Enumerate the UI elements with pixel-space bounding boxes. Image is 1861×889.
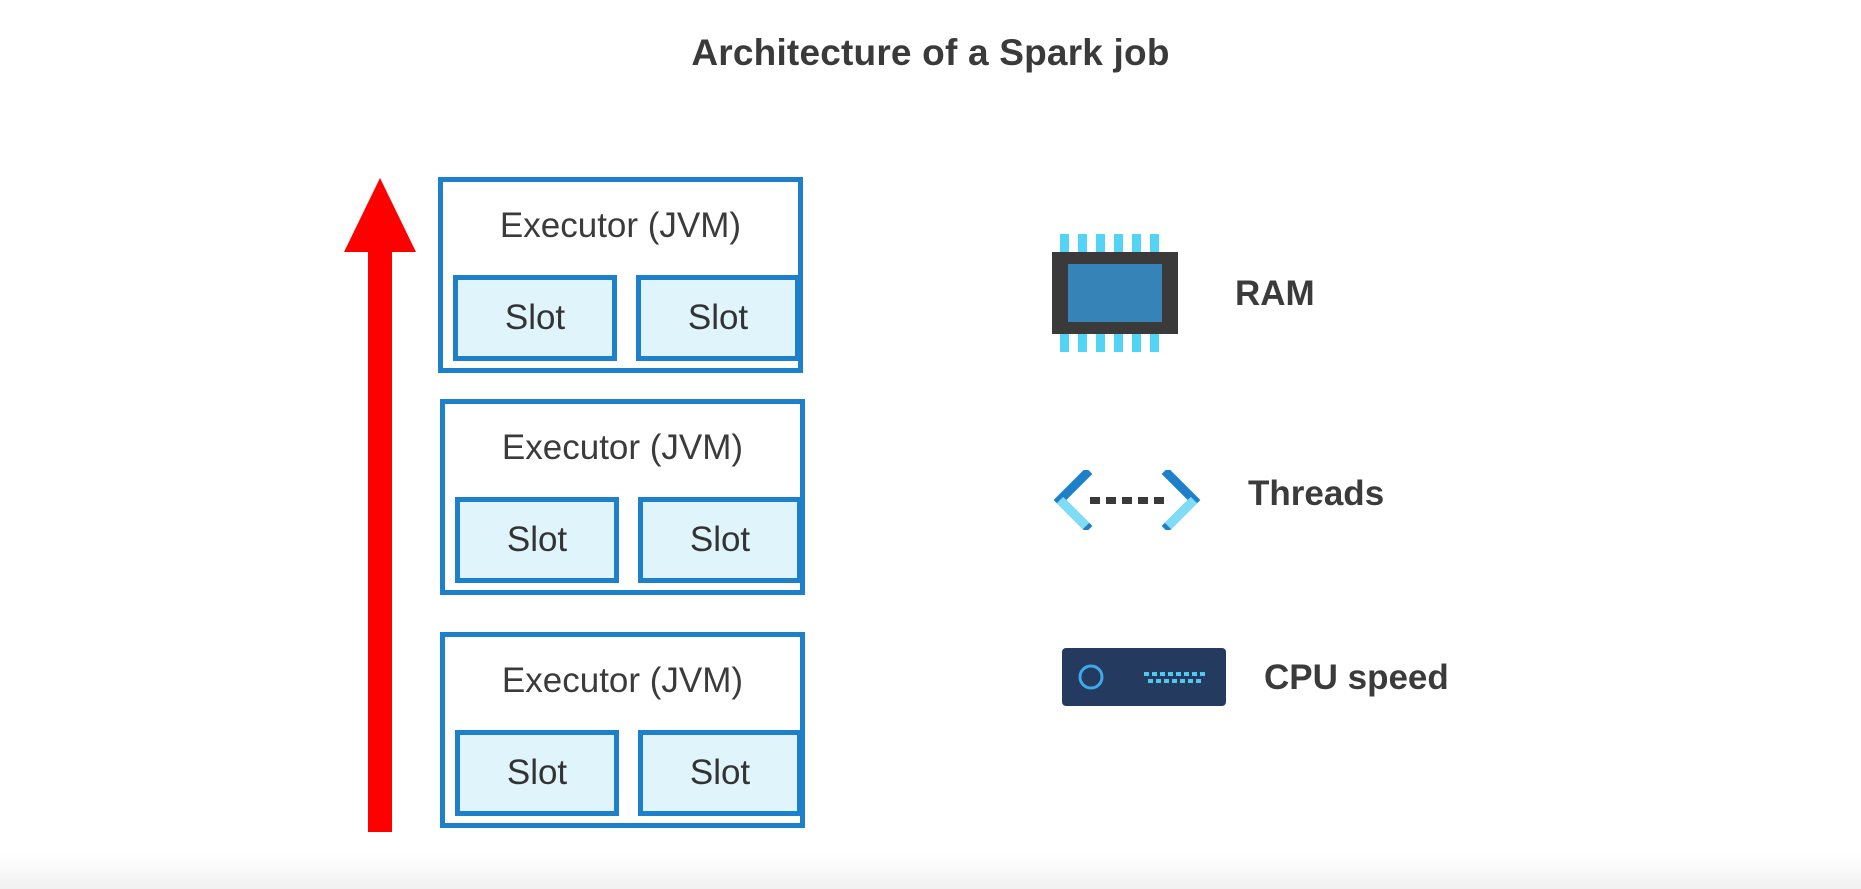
bottom-fade xyxy=(0,853,1861,889)
slot-box: Slot xyxy=(636,275,800,361)
slot-box: Slot xyxy=(638,497,802,583)
executor-box: Executor (JVM) Slot Slot xyxy=(440,632,805,828)
threads-icon xyxy=(1053,470,1201,530)
cpu-speed-label: CPU speed xyxy=(1264,658,1449,697)
slot-box: Slot xyxy=(455,497,619,583)
executor-label: Executor (JVM) xyxy=(501,428,744,467)
ram-label: RAM xyxy=(1235,274,1315,313)
executor-box: Executor (JVM) Slot Slot xyxy=(440,399,805,595)
executor-label: Executor (JVM) xyxy=(499,206,742,245)
scale-up-arrow-icon xyxy=(344,178,416,832)
executor-box: Executor (JVM) Slot Slot xyxy=(438,177,803,373)
cpu-icon xyxy=(1062,648,1226,706)
slot-box: Slot xyxy=(455,730,619,816)
threads-label: Threads xyxy=(1248,474,1385,513)
slot-box: Slot xyxy=(453,275,617,361)
diagram-title: Architecture of a Spark job xyxy=(691,32,1170,73)
ram-chip-icon xyxy=(1052,234,1178,352)
executor-label: Executor (JVM) xyxy=(501,661,744,700)
slot-box: Slot xyxy=(638,730,802,816)
